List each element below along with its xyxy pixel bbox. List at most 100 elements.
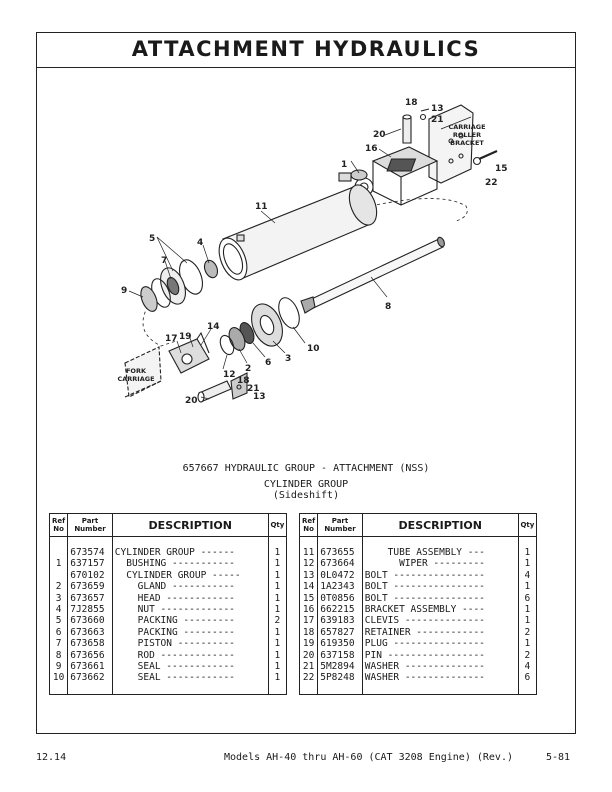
qty-cell: 1 xyxy=(517,604,538,616)
qty-cell: 1 xyxy=(517,547,538,559)
callout-8: 8 xyxy=(385,302,391,312)
description-header: DESCRIPTION xyxy=(111,513,269,537)
description-cell: PIN ----------------- xyxy=(361,649,519,662)
ref-no-cell: 4 xyxy=(48,604,69,616)
note-caption: (Sideshift) xyxy=(272,490,340,501)
part-number-cell: 673664 xyxy=(317,558,363,570)
piston-rod xyxy=(300,236,445,314)
part-number-cell: 673658 xyxy=(67,638,113,650)
part-number-cell: 673661 xyxy=(67,661,113,673)
description-cell: CLEVIS -------------- xyxy=(361,615,519,627)
description-cell: WASHER -------------- xyxy=(361,661,519,673)
ref-no-cell: 9 xyxy=(48,661,69,673)
ref-no-cell: 19 xyxy=(298,638,319,650)
callout-20-top: 20 xyxy=(373,130,386,140)
ref-no-cell: 7 xyxy=(48,638,69,650)
part-number-cell: 657827 xyxy=(317,626,363,639)
description-cell: WIPER --------- xyxy=(361,558,519,570)
callout-16: 16 xyxy=(365,144,378,154)
part-number-cell: 637157 xyxy=(67,558,113,570)
description-cell: BUSHING ----------- xyxy=(111,558,269,570)
qty-cell: 1 xyxy=(267,569,288,582)
qty-cell: 4 xyxy=(517,661,538,673)
ref-no-cell: 17 xyxy=(298,615,319,627)
description-cell: CYLINDER GROUP ------ xyxy=(111,547,269,559)
ref-no-cell: 6 xyxy=(48,626,69,639)
fork-carriage-label-2: CARRIAGE xyxy=(117,375,154,383)
ref-no-cell: 13 xyxy=(298,569,319,582)
part-number-cell: 673660 xyxy=(67,615,113,627)
part-number-cell: 673659 xyxy=(67,581,113,593)
fork-carriage xyxy=(124,346,162,398)
description-cell: WASHER -------------- xyxy=(361,672,519,684)
callout-9: 9 xyxy=(121,286,127,296)
callout-20-bottom: 20 xyxy=(185,396,198,406)
callout-22: 22 xyxy=(485,178,498,188)
description-cell: PLUG ---------------- xyxy=(361,638,519,650)
description-cell: SEAL ------------ xyxy=(111,661,269,673)
qty-cell: 4 xyxy=(517,569,538,582)
subgroup-caption: CYLINDER GROUP xyxy=(263,479,349,490)
callout-1: 1 xyxy=(341,160,347,170)
exploded-parts-diagram: 5 7 9 4 11 1 8 10 3 6 2 12 14 17 19 18 2… xyxy=(117,98,507,406)
part-number-cell: 5P8248 xyxy=(317,672,363,684)
qty-cell: 2 xyxy=(267,615,288,627)
callout-7: 7 xyxy=(161,256,167,266)
callout-10: 10 xyxy=(307,344,320,354)
callout-18-top: 18 xyxy=(405,98,418,108)
ref-no-cell: 10 xyxy=(48,672,69,684)
qty-cell: 1 xyxy=(267,626,288,639)
fork-carriage-label-1: FORK xyxy=(126,367,147,375)
callout-6: 6 xyxy=(265,358,271,368)
description-cell: PACKING --------- xyxy=(111,626,269,639)
ref-no-cell xyxy=(48,547,69,559)
ref-no-cell: 18 xyxy=(298,626,319,639)
callout-4: 4 xyxy=(197,238,203,248)
part-number-cell: 673663 xyxy=(67,626,113,639)
description-cell: BOLT ---------------- xyxy=(361,581,519,593)
part-number-cell: 673657 xyxy=(67,592,113,605)
qty-cell: 1 xyxy=(267,638,288,650)
part-number-cell: 7J2855 xyxy=(67,604,113,616)
ref-no-cell: 1 xyxy=(48,558,69,570)
part-number-cell: 619350 xyxy=(317,638,363,650)
description-cell: BRACKET ASSEMBLY ---- xyxy=(361,604,519,616)
ref-no-cell: 12 xyxy=(298,558,319,570)
qty-cell: 1 xyxy=(517,581,538,593)
part-number-cell: 0T0856 xyxy=(317,592,363,605)
description-cell: HEAD ------------ xyxy=(111,592,269,605)
ref-no-cell: 3 xyxy=(48,592,69,605)
description-cell: SEAL ------------ xyxy=(111,672,269,684)
footer-models: Models AH-40 thru AH-60 (CAT 3208 Engine… xyxy=(224,752,513,763)
callout-19: 19 xyxy=(179,332,192,342)
part-number-cell: 662215 xyxy=(317,604,363,616)
description-cell: CYLINDER GROUP ----- xyxy=(111,569,269,582)
callout-21-top: 21 xyxy=(431,115,444,125)
ref-no-cell: 11 xyxy=(298,547,319,559)
ref-no-cell: 8 xyxy=(48,649,69,662)
qty-cell: 6 xyxy=(517,672,538,684)
ref-no-cell: 21 xyxy=(298,661,319,673)
part-number-cell: 673662 xyxy=(67,672,113,684)
ref-no-cell: 14 xyxy=(298,581,319,593)
part-number-cell: 1A2343 xyxy=(317,581,363,593)
qty-cell: 1 xyxy=(267,592,288,605)
callout-12: 12 xyxy=(223,370,236,380)
ref-no-cell: 22 xyxy=(298,672,319,684)
ref-no-cell: 15 xyxy=(298,592,319,605)
